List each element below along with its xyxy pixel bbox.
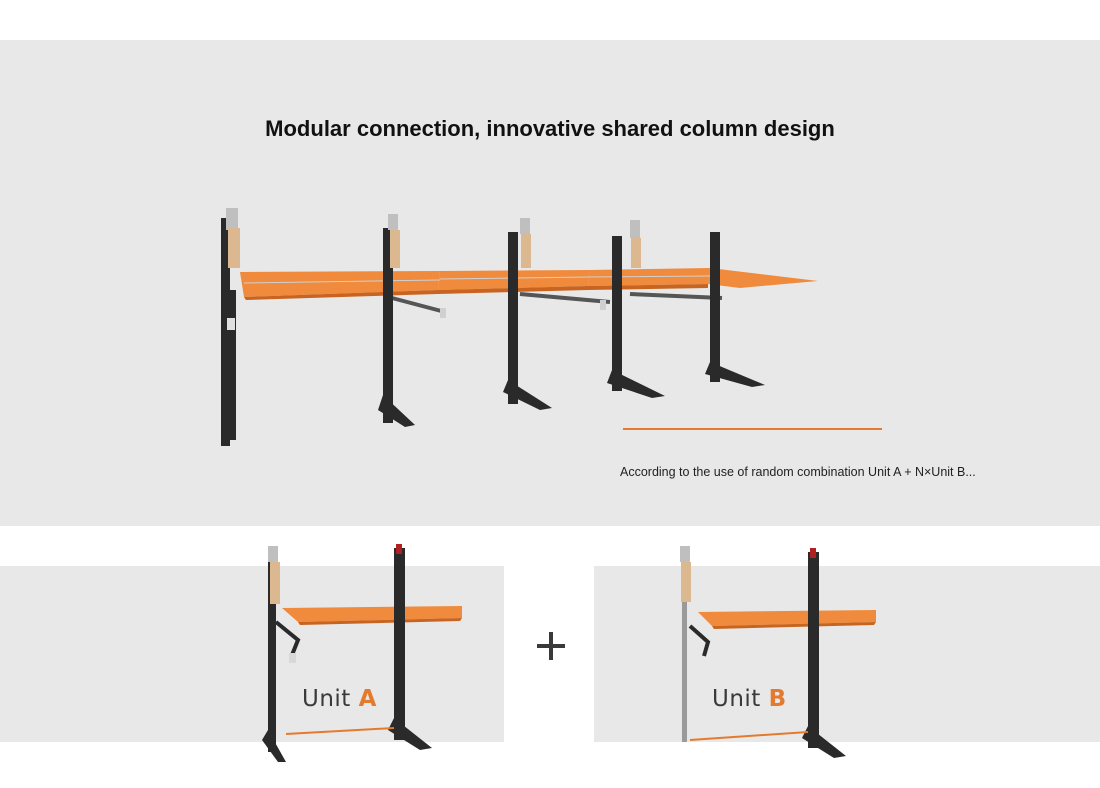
unit-a-label: Unit A: [302, 686, 377, 712]
plus-icon: [537, 632, 565, 660]
combination-caption: According to the use of random combinati…: [620, 465, 976, 479]
lift-cross-beams: [391, 292, 723, 314]
accent-divider: [623, 428, 882, 430]
unit-b-label: Unit B: [712, 686, 787, 712]
unit-b-panel: [594, 566, 1100, 742]
lift-motors: [226, 208, 641, 268]
page-title: Modular connection, innovative shared co…: [265, 116, 835, 141]
lift-columns: [221, 218, 765, 446]
control-box: [227, 318, 235, 330]
unit-a-panel: [0, 566, 504, 742]
